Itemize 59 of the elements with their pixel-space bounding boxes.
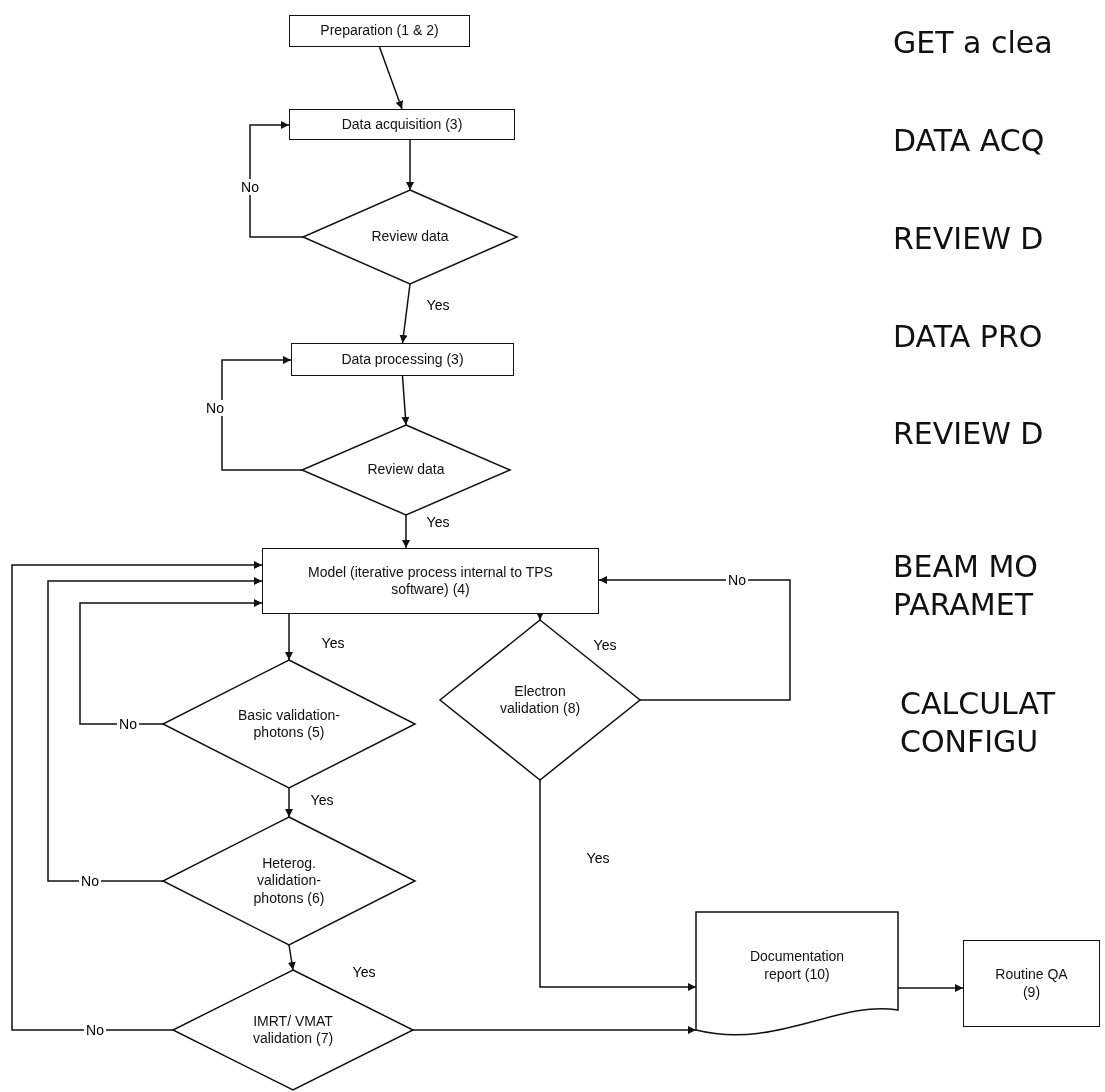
edge-label: Yes <box>591 637 619 653</box>
process-box <box>289 109 515 140</box>
step-text: DATA ACQ <box>893 122 1046 160</box>
node-label: Data processing (3) <box>341 350 464 369</box>
edge-label: No <box>726 572 748 588</box>
step-text: CALCULAT CONFIGU <box>900 685 1057 760</box>
edge-label: No <box>84 1022 106 1038</box>
edge-label: Yes <box>350 964 378 980</box>
arrow <box>536 612 544 621</box>
arrow <box>79 599 263 725</box>
edge-label: Yes <box>319 635 347 651</box>
arrow <box>539 779 697 991</box>
process-box <box>963 940 1100 1027</box>
decision-diamond <box>163 817 415 945</box>
arrow <box>11 561 263 1031</box>
arrow <box>412 1026 697 1034</box>
node-label: Review data <box>371 228 449 246</box>
arrow <box>598 576 791 701</box>
step-text: BEAM MO PARAMET <box>893 548 1039 623</box>
arrow <box>401 375 410 426</box>
node-label: Heterog. validation-photons (6) <box>252 854 326 908</box>
node-label: Preparation (1 & 2) <box>320 22 439 40</box>
edge-label: Yes <box>308 792 336 808</box>
node-label: Documentation report (10) <box>748 948 846 983</box>
edge-label: No <box>117 716 139 732</box>
decision-diamond <box>302 425 510 515</box>
decision-diamond <box>303 190 517 284</box>
step-text: GET a clea <box>893 24 1054 62</box>
arrow <box>285 787 293 818</box>
decision-diamond <box>440 620 640 780</box>
arrow <box>249 121 304 238</box>
edge-label: No <box>239 179 261 195</box>
edge-label: Yes <box>584 850 612 866</box>
arrow <box>399 283 411 344</box>
step-text: REVIEW D <box>893 415 1045 453</box>
arrow <box>378 46 404 110</box>
edge-label: No <box>79 873 101 889</box>
process-box <box>289 15 470 47</box>
node-label: IMRT/ VMAT validation (7) <box>251 1012 335 1048</box>
process-box <box>291 343 514 376</box>
edge-label: No <box>204 400 226 416</box>
process-box <box>262 548 599 614</box>
node-label: Data acquisition (3) <box>341 115 463 134</box>
arrow <box>287 944 296 971</box>
arrow <box>47 577 263 882</box>
decision-diamond <box>163 660 415 788</box>
node-label: Model (iterative process internal to TPS software) (4) <box>307 563 554 599</box>
node-label: Routine QA (9) <box>994 966 1069 1001</box>
node-label: Basic validation-photons (5) <box>237 706 341 742</box>
arrow <box>221 356 303 471</box>
arrow <box>402 514 410 549</box>
edge-label: Yes <box>424 297 452 313</box>
arrow <box>406 139 414 191</box>
node-label: Electron validation (8) <box>498 682 582 718</box>
step-text: DATA PRO <box>893 318 1044 356</box>
step-text: REVIEW D <box>893 220 1045 258</box>
arrow <box>285 613 293 661</box>
node-label: Review data <box>367 461 445 479</box>
edge-label: Yes <box>424 514 452 530</box>
